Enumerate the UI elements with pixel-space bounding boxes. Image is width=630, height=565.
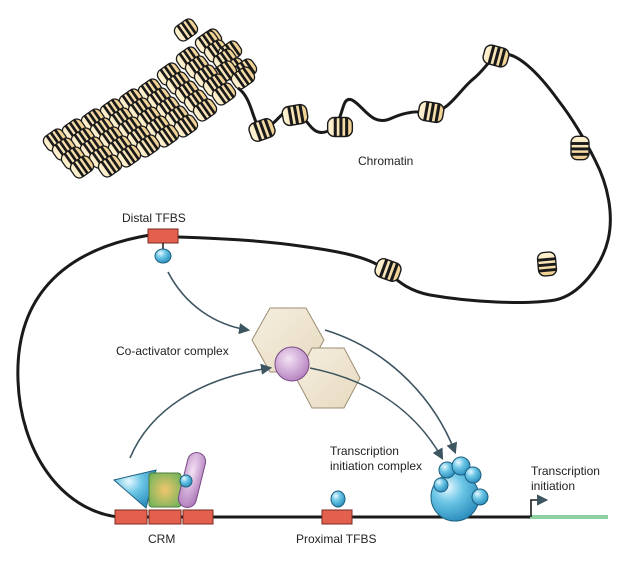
crm-factor-square bbox=[148, 472, 182, 508]
label-distal-tfbs: Distal TFBS bbox=[122, 211, 186, 225]
arrow-distal-to-coactivator bbox=[167, 271, 251, 335]
crm-box-3 bbox=[182, 509, 214, 525]
label-proximal-tfbs: Proximal TFBS bbox=[296, 532, 376, 546]
crm-factor-small bbox=[179, 474, 193, 488]
proximal-tfbs-box bbox=[321, 509, 353, 525]
tic-sub-3 bbox=[464, 466, 482, 484]
arrow-coactivator-to-tic-2 bbox=[309, 367, 444, 460]
label-transcription-initiation-line1: Transcription bbox=[531, 464, 600, 478]
tic-sub-2 bbox=[451, 456, 471, 476]
nucleosome-icon bbox=[135, 134, 161, 158]
nucleosome-icon bbox=[570, 135, 590, 161]
nucleosome-icon bbox=[192, 98, 218, 122]
dna-loop bbox=[16, 233, 151, 519]
tic-sub-5 bbox=[471, 488, 489, 506]
crm-box-1 bbox=[114, 509, 148, 525]
distal-transcription-factor bbox=[154, 248, 172, 264]
compact-chromatin bbox=[42, 18, 258, 179]
tic-sub-4 bbox=[433, 477, 449, 493]
bent-arrow-icon bbox=[530, 494, 549, 517]
nucleosome-icon bbox=[69, 155, 95, 179]
nucleosome-icon bbox=[173, 114, 199, 138]
transcription-initiation-complex bbox=[430, 456, 489, 522]
nucleosome-icon bbox=[417, 100, 445, 124]
nucleosome-icon bbox=[374, 258, 402, 282]
arrow-crm-to-coactivator bbox=[129, 363, 273, 459]
crm-module bbox=[112, 452, 214, 525]
label-tic-line1: Transcription bbox=[330, 444, 399, 458]
nucleosome-icon bbox=[154, 124, 180, 148]
crm-box-2 bbox=[148, 509, 182, 525]
label-tic-line2: initiation complex bbox=[330, 459, 422, 473]
coactivator-complex bbox=[251, 307, 361, 409]
nucleosome-icon bbox=[326, 116, 354, 138]
label-crm: CRM bbox=[148, 532, 175, 546]
nucleosome-icon bbox=[211, 82, 237, 106]
label-coactivator-complex: Co-activator complex bbox=[116, 344, 229, 358]
nucleosome-icon bbox=[230, 66, 256, 90]
arrow-coactivator-to-tic-1 bbox=[324, 329, 458, 455]
nucleosome-icon bbox=[248, 118, 276, 142]
nucleosome-icon bbox=[116, 144, 142, 168]
nucleosome-icon bbox=[173, 18, 199, 42]
nucleosome-icon bbox=[97, 154, 123, 178]
label-transcription-initiation-line2: initiation bbox=[531, 479, 575, 493]
label-chromatin: Chromatin bbox=[358, 154, 413, 168]
distal-tfbs-box bbox=[147, 228, 179, 244]
proximal-transcription-factor bbox=[330, 490, 346, 508]
nucleosome-icon bbox=[482, 44, 510, 68]
nucleosome-row bbox=[248, 44, 590, 282]
nucleosome-icon bbox=[536, 251, 558, 277]
coactivator-core bbox=[274, 346, 310, 382]
nucleosome-icon bbox=[281, 103, 309, 127]
